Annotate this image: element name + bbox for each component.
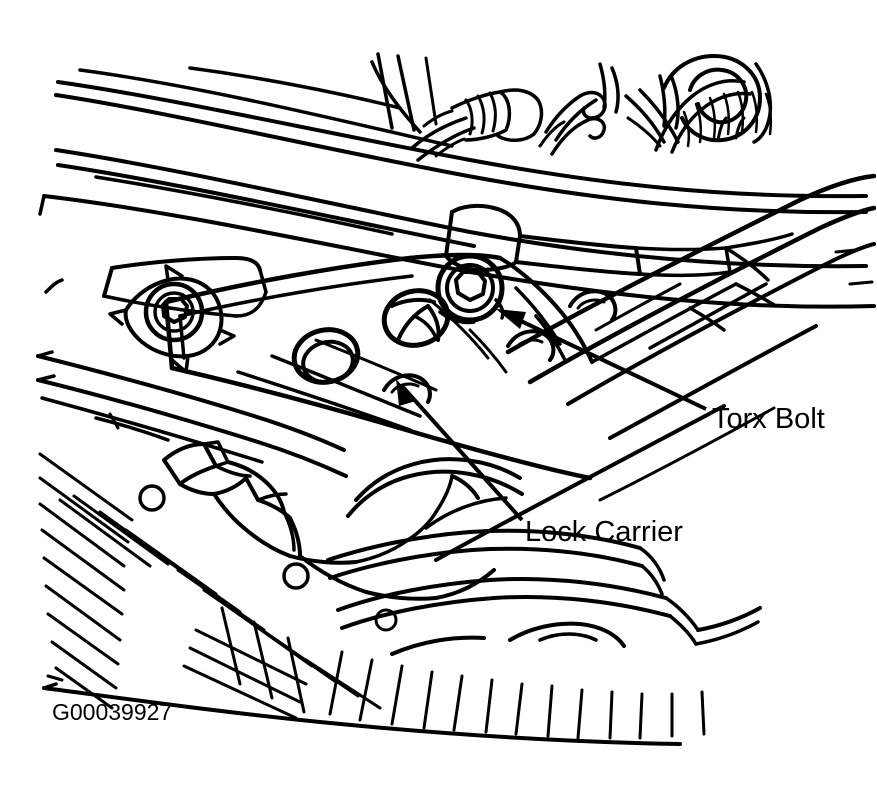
lock-carrier-arrowhead <box>396 379 416 406</box>
torx-bolt-label: Torx Bolt <box>712 403 825 435</box>
lock-carrier-label: Lock Carrier <box>525 516 683 548</box>
left-mounting-pad <box>102 256 268 374</box>
figure-id-label: G00039927 <box>52 699 172 725</box>
latch-bracket-assembly <box>138 440 496 601</box>
torx-bolt-arrowhead <box>496 309 526 329</box>
callout-torx-bolt: Torx Bolt <box>496 309 825 435</box>
bumper-valance <box>326 457 762 656</box>
left-lower-rails <box>36 350 348 478</box>
callout-lock-carrier: Lock Carrier <box>396 379 683 548</box>
radiator-grille-hatching <box>38 452 706 746</box>
lock-carrier-leader-line <box>400 384 524 522</box>
upper-body-panel <box>38 194 876 309</box>
torx-bolt-head <box>435 253 505 325</box>
cowl-sweep-lines <box>54 66 868 269</box>
torx-bolt-leader-line <box>503 311 707 411</box>
engine-bay-components <box>370 52 773 162</box>
